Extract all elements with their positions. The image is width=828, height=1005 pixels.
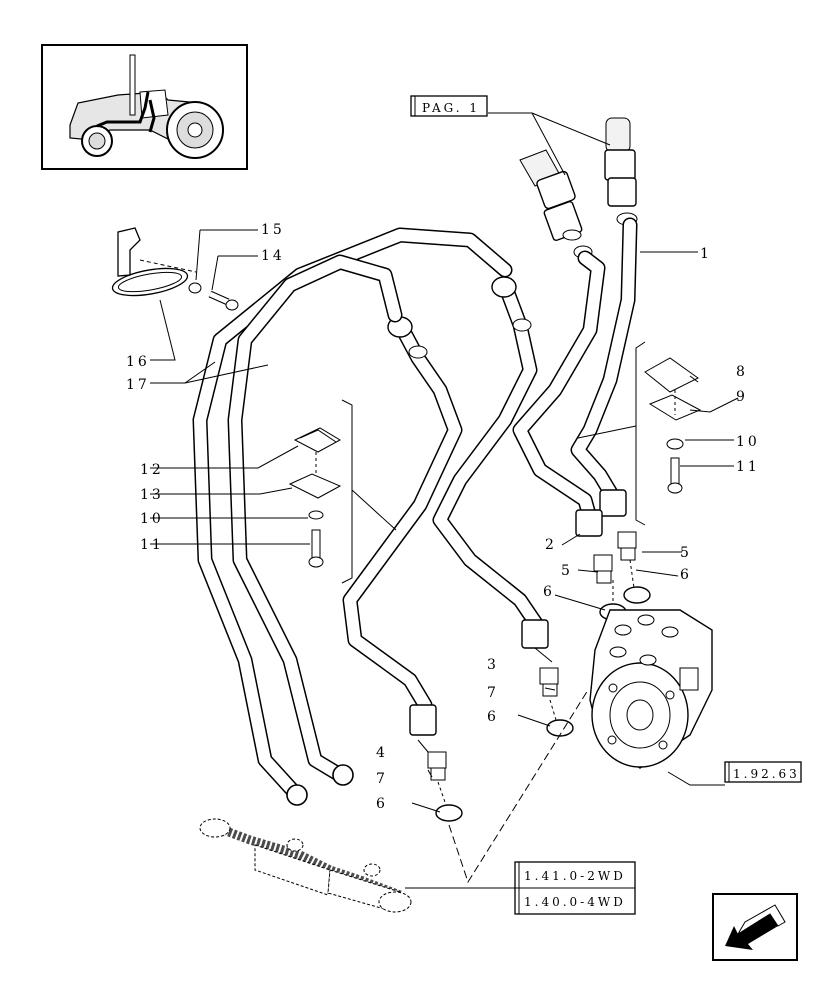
- steering-cylinder: [199, 818, 412, 913]
- callout-5-left: 5: [561, 563, 573, 579]
- clip-12-13: [288, 399, 397, 584]
- pipe-3: [432, 277, 545, 633]
- pipe-1-nut: [599, 489, 627, 517]
- axis-line-c: [549, 699, 557, 721]
- fitting-5-right: [617, 531, 637, 561]
- pipe-end-right: [332, 764, 354, 786]
- callout-1: 1: [700, 246, 712, 262]
- callout-12: 12: [140, 462, 164, 478]
- fitting-7-lower: [427, 751, 447, 781]
- right-top-coupling: [573, 117, 638, 259]
- callout-11-left: 11: [140, 537, 164, 553]
- callout-6-b: 6: [680, 567, 692, 583]
- callout-7-upper: 7: [487, 685, 499, 701]
- previous-page-arrow-icon[interactable]: [712, 893, 798, 961]
- callout-9: 9: [736, 389, 748, 405]
- pipe-2: [512, 250, 606, 526]
- washer-6-b: [623, 586, 651, 604]
- pipe-long-inner: [227, 254, 403, 783]
- callout-15: 15: [261, 222, 285, 238]
- fitting-7-upper: [539, 667, 559, 697]
- axis-line-d: [437, 781, 447, 806]
- left-top-coupling: [519, 149, 583, 242]
- ref-box-page[interactable]: PAG. 1: [410, 95, 488, 117]
- callouts: 1 2 3 4 5 5 6 6 6 6 7 7 8 9 10 11 12 13 …: [126, 222, 760, 812]
- pipe-3-nut: [521, 619, 549, 649]
- callout-10-left: 10: [140, 511, 164, 527]
- callout-16: 16: [126, 354, 150, 370]
- callout-13: 13: [140, 487, 164, 503]
- tractor-thumbnail-icon: [41, 44, 248, 170]
- pipe-2-nut: [575, 509, 603, 537]
- clip-8-9: [577, 341, 702, 526]
- washer-6-d: [435, 804, 463, 822]
- axis-line-b: [629, 559, 635, 589]
- callout-5-right: 5: [680, 545, 692, 561]
- ref-steering-unit-label: 1.92.63: [733, 767, 800, 781]
- callout-4: 4: [376, 745, 388, 761]
- pipe-3-top-nut: [491, 276, 517, 298]
- pipe-4-nut: [409, 704, 437, 736]
- fitting-5-left: [593, 554, 613, 584]
- clip-16-17: [111, 227, 197, 297]
- callout-6-c: 6: [487, 709, 499, 725]
- pipe-end-left: [286, 784, 308, 806]
- ref-box-cylinder[interactable]: 1.41.0-2WD 1.40.0-4WD: [514, 861, 636, 915]
- callout-6-a: 6: [543, 584, 555, 600]
- connection-dashed-line: [448, 689, 589, 884]
- washer-6-c: [546, 719, 574, 737]
- pipe-4: [342, 320, 463, 713]
- pipe-3-ferrule: [512, 318, 532, 332]
- ref-cylinder-2wd-label: 1.41.0-2WD: [524, 869, 626, 883]
- callout-10-right: 10: [736, 434, 760, 450]
- callout-11-right: 11: [736, 459, 760, 475]
- ref-box-steering-unit[interactable]: 1.92.63: [724, 761, 802, 783]
- callout-8: 8: [736, 364, 748, 380]
- callout-2: 2: [545, 537, 557, 553]
- callout-7-lower: 7: [376, 771, 388, 787]
- callout-3: 3: [487, 657, 499, 673]
- ref-cylinder-4wd-label: 1.40.0-4WD: [524, 895, 626, 909]
- steering-unit: [589, 609, 713, 769]
- pipe-4-ferrule: [408, 345, 428, 359]
- ref-page-label: PAG. 1: [422, 101, 480, 115]
- pipe-long-outer: [192, 227, 513, 801]
- bolt-14: [188, 282, 239, 311]
- callout-17: 17: [126, 377, 150, 393]
- callout-6-d: 6: [376, 796, 388, 812]
- pipe-1: [570, 217, 638, 503]
- callout-14: 14: [261, 248, 285, 264]
- leader-lines: [150, 112, 739, 889]
